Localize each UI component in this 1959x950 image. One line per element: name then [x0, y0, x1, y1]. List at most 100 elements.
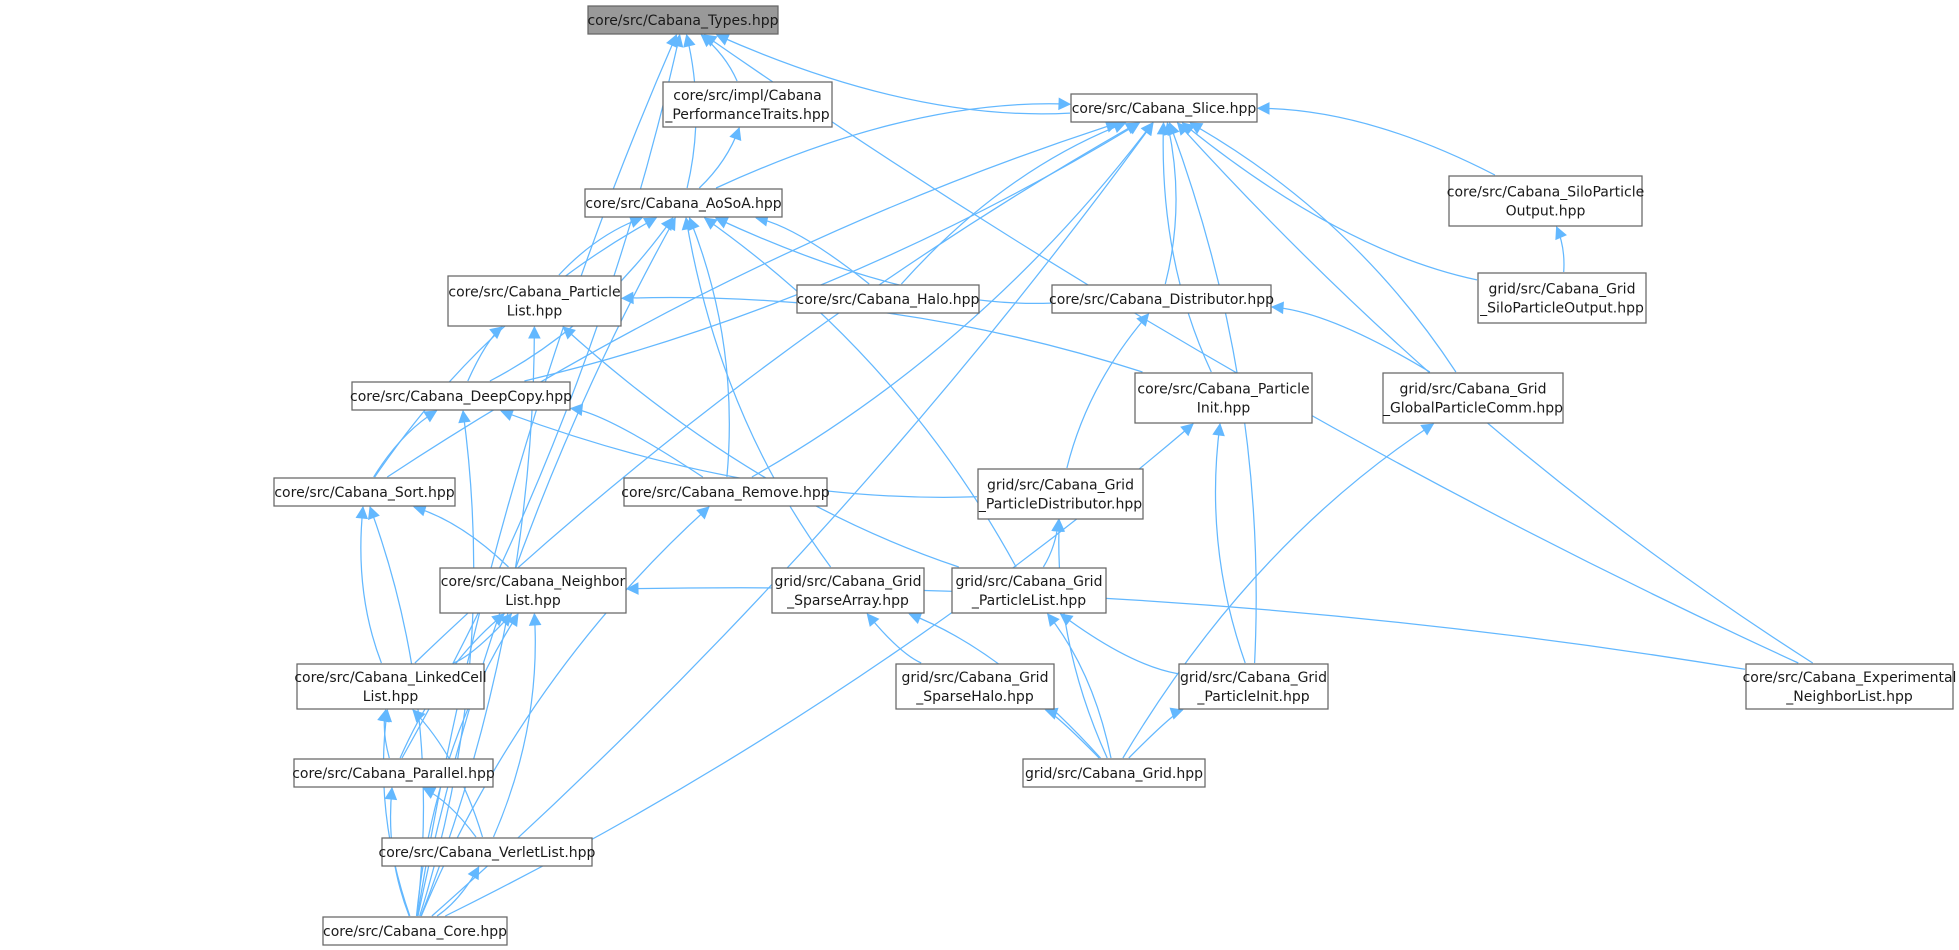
node-box-gsparr — [771, 567, 925, 614]
node-label-gpdist-line2: _ParticleDistributor.hpp — [978, 497, 1142, 513]
node-box-slice — [1070, 93, 1258, 123]
arrowhead-gsilo-to-silo — [1555, 225, 1567, 241]
node-sort[interactable]: core/src/Cabana_Sort.hpp — [273, 477, 456, 507]
node-label-parallel-line1: core/src/Cabana_Parallel.hpp — [292, 766, 495, 782]
node-box-perf — [662, 81, 833, 128]
node-gsparr[interactable]: grid/src/Cabana_Grid_SparseArray.hpp — [771, 567, 925, 614]
arrowhead-expnl-to-nlist — [625, 582, 639, 595]
arrowhead-gpdist-to-distrib — [1136, 313, 1150, 327]
arrowhead-verlet-to-nlist — [528, 612, 542, 626]
node-label-deepcopy-line1: core/src/Cabana_DeepCopy.hpp — [350, 389, 572, 405]
arrowhead-pinit-to-slice — [1156, 121, 1170, 135]
node-label-silo-line2: Output.hpp — [1506, 204, 1586, 220]
edge-halo-to-aosoa — [756, 217, 870, 285]
arrowhead-slice-to-types — [715, 33, 730, 46]
arrowhead-aosoa-to-types — [683, 33, 696, 48]
node-label-pinit-line2: Init.hpp — [1197, 401, 1251, 417]
node-pinit[interactable]: core/src/Cabana_ParticleInit.hpp — [1134, 372, 1313, 424]
node-silo[interactable]: core/src/Cabana_SiloParticleOutput.hpp — [1447, 175, 1644, 227]
node-box-pinit — [1134, 372, 1313, 424]
edge-slice-to-types — [716, 34, 1071, 115]
arrowhead-silo-to-slice — [1256, 102, 1270, 115]
edge-core-to-aosoa — [417, 217, 676, 917]
node-gglobal[interactable]: grid/src/Cabana_Grid _GlobalParticleComm.… — [1382, 372, 1564, 424]
node-deepcopy[interactable]: core/src/Cabana_DeepCopy.hpp — [350, 381, 572, 411]
edge-grid-to-gplist — [1047, 613, 1112, 759]
arrowhead-aosoa-to-slice — [1058, 97, 1072, 111]
node-gsilo[interactable]: grid/src/Cabana_Grid_SiloParticleOutput.… — [1477, 272, 1647, 324]
node-box-gplist — [951, 567, 1107, 614]
node-label-verlet-line1: core/src/Cabana_VerletList.hpp — [379, 845, 596, 861]
node-box-gpdist — [977, 468, 1144, 520]
edge-remove-to-slice — [751, 122, 1154, 478]
node-nlist[interactable]: core/src/Cabana_NeighborList.hpp — [439, 567, 627, 614]
node-distrib[interactable]: core/src/Cabana_Distributor.hpp — [1049, 284, 1274, 314]
node-label-distrib-line1: core/src/Cabana_Distributor.hpp — [1049, 292, 1274, 308]
node-halo[interactable]: core/src/Cabana_Halo.hpp — [796, 284, 980, 314]
node-types[interactable]: core/src/Cabana_Types.hpp — [587, 5, 779, 35]
node-gplist[interactable]: grid/src/Cabana_Grid_ParticleList.hpp — [951, 567, 1107, 614]
node-core[interactable]: core/src/Cabana_Core.hpp — [322, 916, 508, 946]
edge-core-to-plist — [420, 326, 536, 917]
arrowhead-deepcopy-to-plist — [489, 326, 503, 340]
node-box-grid — [1022, 758, 1206, 788]
node-label-gglobal-line2: _GlobalParticleComm.hpp — [1382, 401, 1563, 417]
arrowhead-verlet-to-parallel — [422, 787, 437, 799]
node-verlet[interactable]: core/src/Cabana_VerletList.hpp — [379, 837, 596, 867]
arrowhead-gglobal-to-distrib — [1270, 301, 1284, 315]
arrowhead-gpdist-to-deepcopy — [500, 409, 515, 421]
arrowhead-gplist-to-aosoa — [703, 217, 718, 230]
node-label-slice-line1: core/src/Cabana_Slice.hpp — [1072, 101, 1257, 117]
node-plist[interactable]: core/src/Cabana_ParticleList.hpp — [447, 275, 622, 327]
node-grid[interactable]: grid/src/Cabana_Grid.hpp — [1022, 758, 1206, 788]
edge-silo-to-slice — [1257, 107, 1496, 176]
arrowhead-gpinit-to-slice — [1167, 121, 1180, 136]
arrowhead-distrib-to-aosoa — [714, 217, 729, 229]
arrowhead-core-to-verlet — [467, 866, 480, 881]
node-label-gsparr-line1: grid/src/Cabana_Grid — [775, 574, 922, 590]
edge-grid-to-gpdist — [1058, 519, 1108, 759]
arrowhead-expnl-to-slice — [1176, 122, 1191, 136]
node-gsphalo[interactable]: grid/src/Cabana_Grid_SparseHalo.hpp — [895, 663, 1055, 710]
arrowhead-sort-to-deepcopy — [423, 410, 438, 423]
arrowhead-core-to-parallel — [384, 786, 398, 801]
edge-aosoa-to-slice — [715, 103, 1071, 189]
arrowhead-core-to-plist — [528, 325, 541, 339]
node-label-plist-line1: core/src/Cabana_Particle — [448, 285, 620, 301]
node-aosoa[interactable]: core/src/Cabana_AoSoA.hpp — [584, 188, 783, 218]
node-label-gglobal-line1: grid/src/Cabana_Grid — [1400, 382, 1547, 398]
arrowhead-gplist-to-plist — [562, 326, 576, 340]
node-box-verlet — [381, 837, 593, 867]
node-gpdist[interactable]: grid/src/Cabana_Grid_ParticleDistributor… — [977, 468, 1144, 520]
node-box-distrib — [1051, 284, 1272, 314]
node-box-gsphalo — [895, 663, 1055, 710]
node-label-gplist-line2: _ParticleList.hpp — [971, 593, 1086, 609]
edge-sort-to-slice — [386, 122, 1118, 478]
node-box-parallel — [293, 758, 494, 788]
node-layer: core/src/Cabana_Types.hpp core/src/impl/C… — [273, 5, 1957, 946]
arrowhead-grid-to-gpdist — [1052, 518, 1066, 532]
arrowhead-plist-to-aosoa — [628, 216, 643, 228]
edge-sort-to-aosoa — [374, 217, 657, 478]
node-label-expnl-line2: _NeighborList.hpp — [1785, 689, 1913, 705]
arrowhead-gsphalo-to-gsparr — [866, 613, 880, 627]
node-parallel[interactable]: core/src/Cabana_Parallel.hpp — [292, 758, 495, 788]
node-expnl[interactable]: core/src/Cabana_Experimental_NeighborLis… — [1743, 663, 1957, 710]
edge-linked-to-sort — [360, 506, 382, 664]
node-label-plist-line2: List.hpp — [507, 304, 563, 320]
arrowhead-gglobal-to-slice — [1189, 122, 1204, 135]
node-box-gglobal — [1382, 372, 1564, 424]
node-box-aosoa — [584, 188, 783, 218]
node-label-sort-line1: core/src/Cabana_Sort.hpp — [274, 485, 454, 501]
edge-gplist-to-plist — [562, 326, 959, 568]
node-label-linked-line2: List.hpp — [363, 689, 419, 705]
node-box-halo — [796, 284, 980, 314]
node-perf[interactable]: core/src/impl/Cabana_PerformanceTraits.h… — [662, 81, 833, 128]
node-slice[interactable]: core/src/Cabana_Slice.hpp — [1070, 93, 1258, 123]
node-gpinit[interactable]: grid/src/Cabana_Grid_ParticleInit.hpp — [1178, 663, 1329, 710]
arrowhead-aosoa-to-perf — [729, 126, 742, 141]
node-box-types — [587, 5, 779, 35]
node-remove[interactable]: core/src/Cabana_Remove.hpp — [621, 477, 830, 507]
node-label-gsilo-line2: _SiloParticleOutput.hpp — [1479, 301, 1644, 317]
